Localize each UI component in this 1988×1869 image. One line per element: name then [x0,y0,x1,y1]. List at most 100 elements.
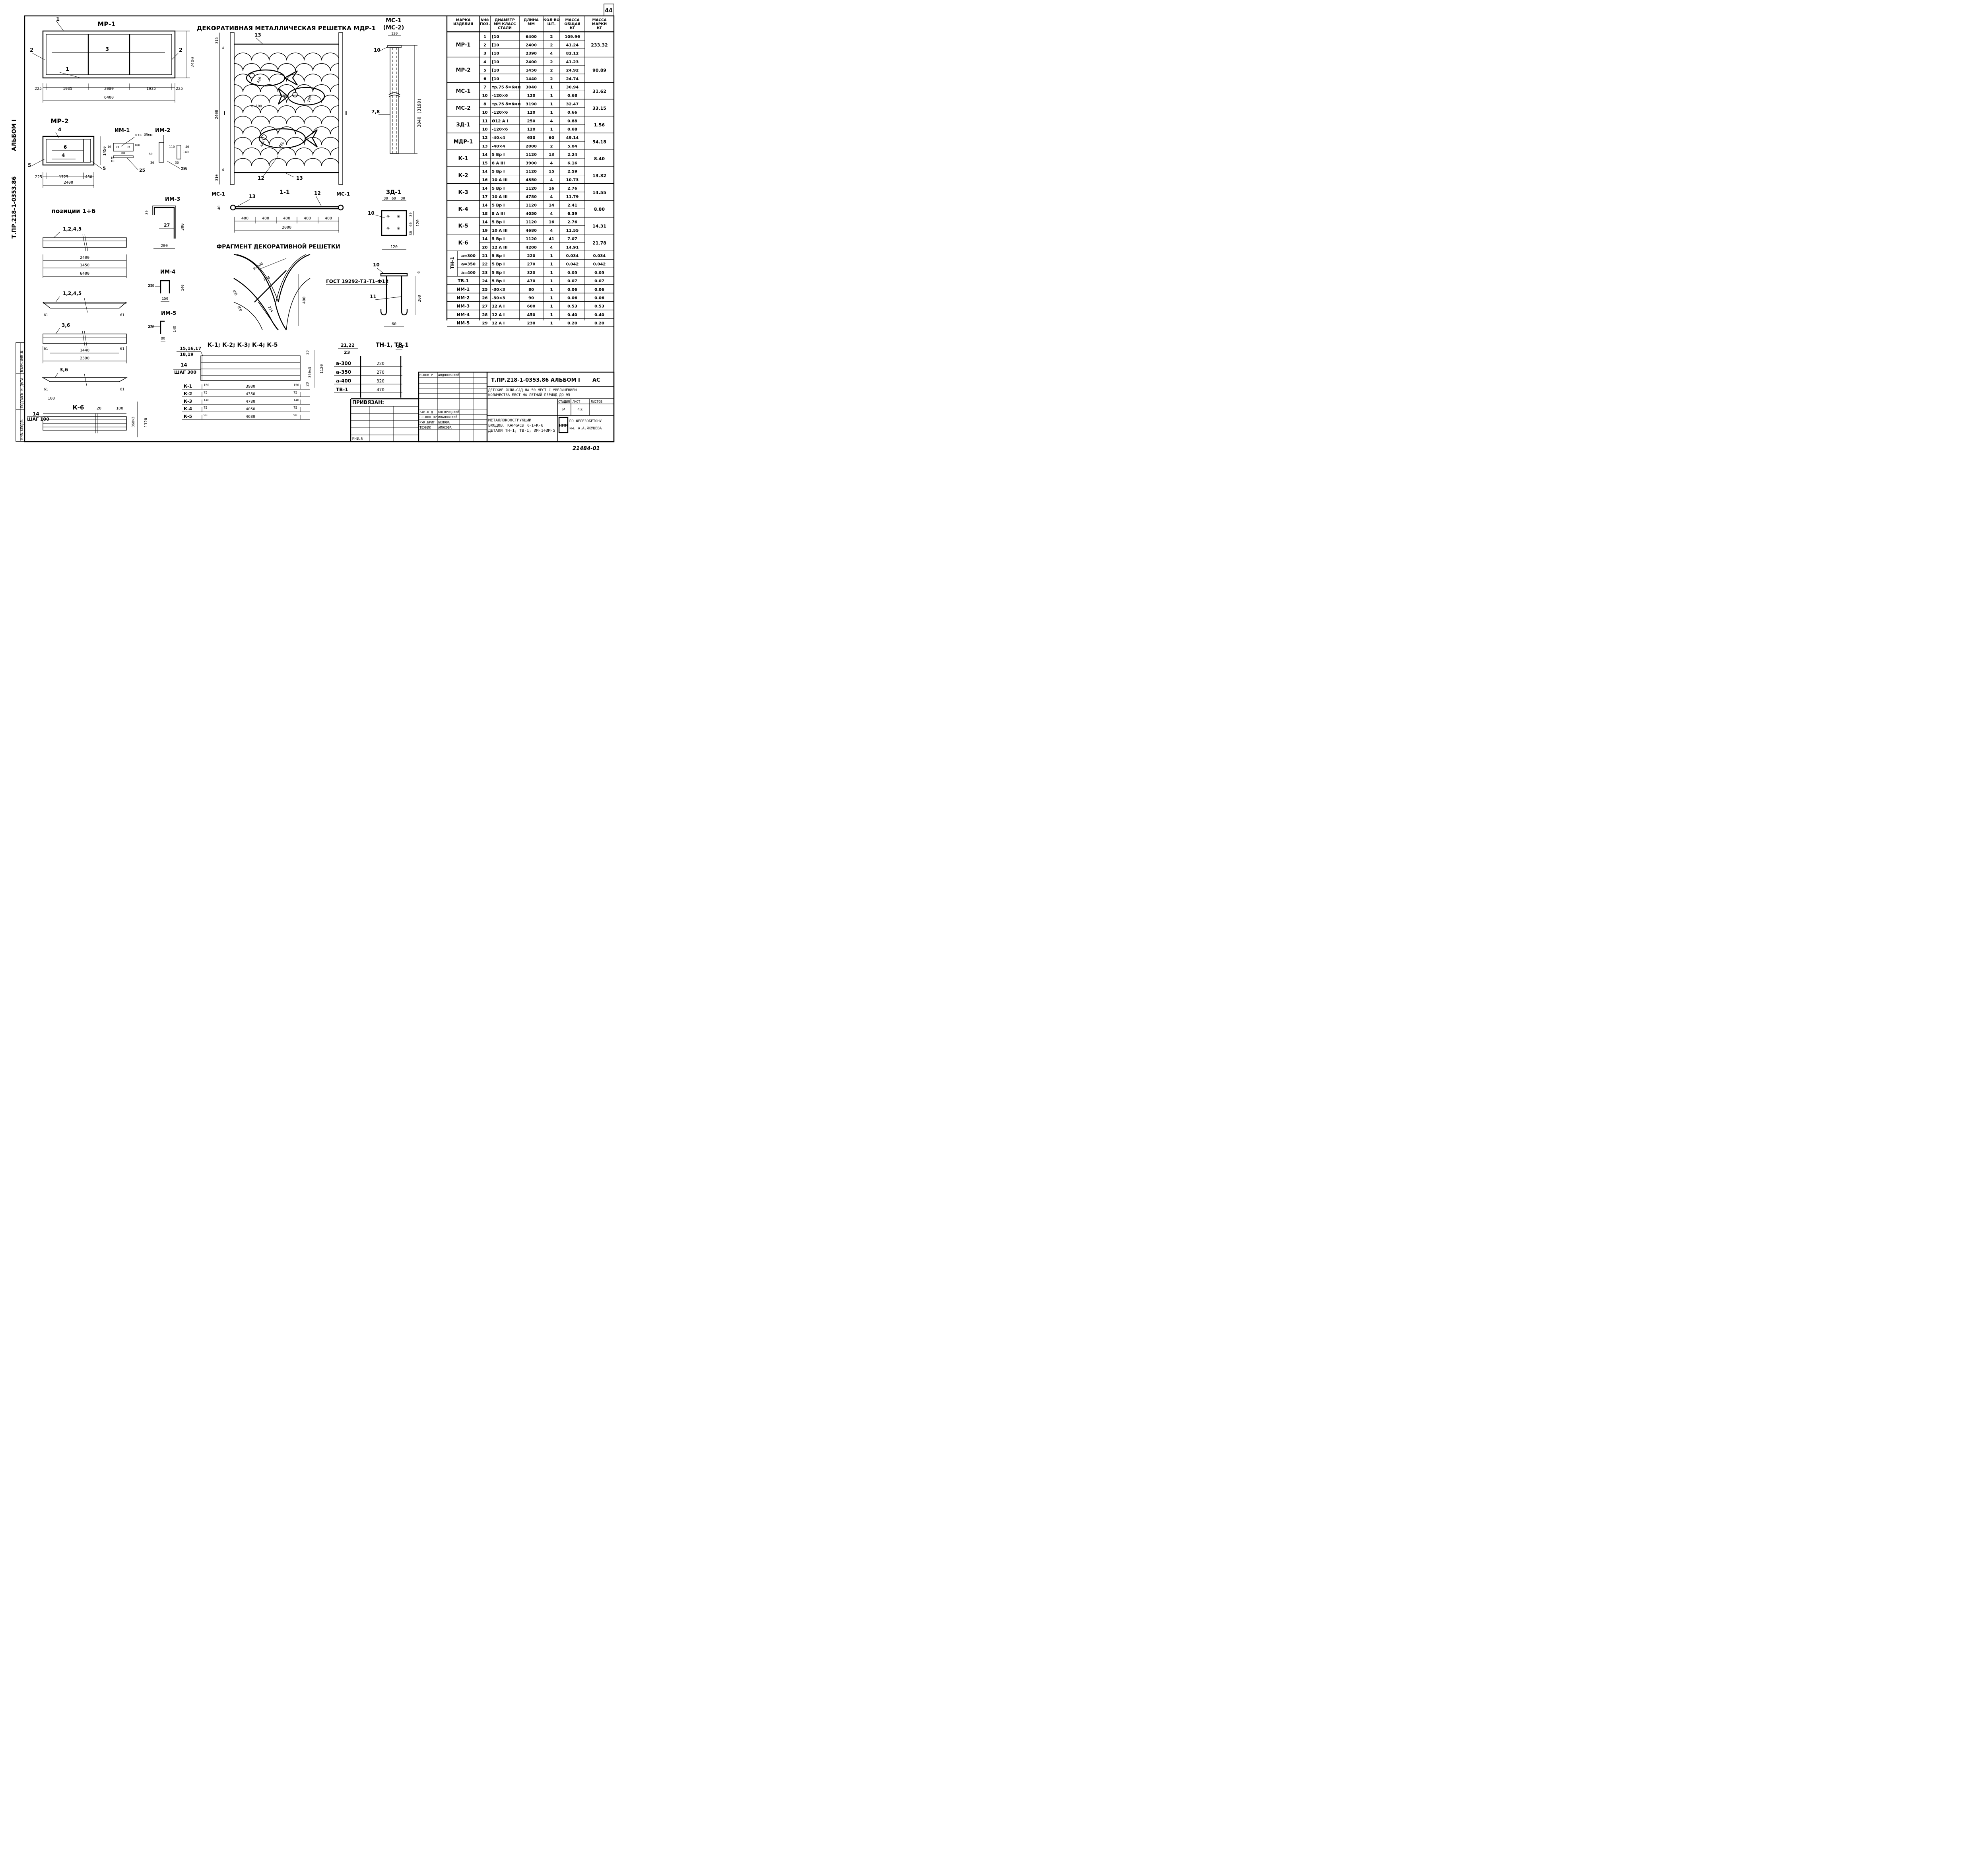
scale-arc [251,74,270,82]
scale-arc [304,158,322,166]
tn-row-a: а-400 [336,378,351,384]
im3-title: ИМ-3 [165,196,180,202]
svg-text:80: 80 [145,210,149,215]
view-k: К-1; К-2; К-3; К-4; К-5 15,16,17 18,19 1… [173,342,324,420]
svg-text:3040 (3190): 3040 (3190) [417,98,422,127]
spec-cell: 5 Вр I [492,279,505,283]
spec-mark: ЗД-1 [456,122,470,128]
k-row-length: 3980 [246,384,255,389]
tn-row-a: а-300 [336,361,351,366]
spec-header: МАССА [592,18,606,22]
spec-cell: 23 [482,271,488,275]
scale-arc [313,126,331,134]
spec-cell: 10 [482,94,488,98]
svg-text:30: 30 [409,231,413,235]
svg-text:10: 10 [373,262,380,268]
svg-text:300: 300 [181,223,185,231]
spec-cell: 4680 [526,229,537,233]
spec-cell: 0.68 [567,127,577,132]
scale-arc [269,116,287,124]
spec-tn-mark: ТН-1 [450,256,455,269]
spec-cell: 1 [550,279,553,283]
spec-cell: 1120 [526,186,537,191]
scale-arc [313,63,331,71]
spec-cell: 22 [482,262,488,267]
svg-text:2400: 2400 [215,110,219,119]
spec-cell: 12 А I [492,321,505,326]
spec-mark: ИМ-2 [457,295,470,300]
album-label: АЛЬБОМ I [11,119,17,151]
spec-cell: 1 [550,94,553,98]
scale-arc [286,116,305,124]
scale-arc [278,105,296,113]
spec-cell: 1120 [526,169,537,174]
project-mark: АС [592,377,600,383]
spec-cell: 0.68 [567,94,577,98]
scale-arc [286,52,305,61]
im2-title: ИМ-2 [155,128,170,134]
spec-cell: -30×3 [492,287,505,292]
stamp-number: 21484-01 [573,446,600,452]
spec-mark: МР-2 [456,67,471,73]
spec-cell: 5 Вр I [492,254,505,258]
scale-arc [313,148,331,155]
scales-pattern [234,52,339,166]
spec-cell: 2 [550,43,553,47]
spec-mark-total: 14.31 [592,224,606,229]
view-mdr1: ДЕКОРАТИВНАЯ МЕТАЛЛИЧЕСКАЯ РЕШЕТКА МДР-1… [197,25,376,185]
scale-arc [251,52,270,61]
svg-text:1: 1 [66,66,69,72]
k-row-b: 90 [293,413,297,417]
sheets-header: ЛИСТОВ [591,400,602,404]
svg-text:✳: ✳ [397,213,400,219]
mdr1-title: ДЕКОРАТИВНАЯ МЕТАЛЛИЧЕСКАЯ РЕШЕТКА МДР-1 [197,25,376,32]
svg-text:11: 11 [370,294,377,299]
spec-cell: 0.06 [567,287,577,292]
role-2: ГЛ.КОН.ПР [419,415,437,419]
spec-cell: 10.73 [566,178,579,182]
spec-cell: 30.94 [566,85,579,89]
scale-arc [269,137,287,145]
svg-text:20: 20 [306,382,310,386]
spec-tn-a: а=350 [461,262,476,267]
spec-cell: 6.39 [567,212,577,216]
spec-cell: 4 [550,119,553,123]
svg-text:1,2,4,5: 1,2,4,5 [63,291,82,296]
svg-text:60: 60 [409,222,413,227]
svg-text:2400: 2400 [80,256,89,260]
svg-text:✳: ✳ [386,213,390,219]
view-section-1-1: 1-1 13 12 МС-1 МС-1 40 400 400 400 400 4… [212,189,350,233]
svg-text:13: 13 [254,32,261,38]
spec-cell: 90 [528,296,534,300]
scale-arc [286,158,305,166]
spec-cell: 2 [550,77,553,81]
svg-text:12: 12 [314,190,321,196]
drawing-sheet: 44 21484-01 АЛЬБОМ I Т.ПР.218-1-0353.86 … [11,4,615,452]
gost-label: ГОСТ 19292-Т3-Т1-Ф12 [326,279,388,284]
spec-mark-total: 0.034 [593,254,606,258]
svg-text:2: 2 [30,47,33,53]
spec-mark-total: 8.40 [594,156,605,161]
spec-cell: 82.12 [566,52,579,56]
spec-cell: 4 [550,195,553,199]
scale-arc [278,84,296,92]
spec-cell: [10 [492,68,499,73]
scale-arc [321,52,339,61]
spec-cell: 2400 [526,60,537,64]
name-3: БЕЛОВА [438,421,450,424]
svg-text:26: 26 [181,166,187,171]
svg-text:120: 120 [416,219,420,227]
vzam-label: ВЗАМ.ИНВ.№ [20,350,24,372]
svg-text:1725: 1725 [59,175,68,179]
spec-cell: 4 [550,161,553,165]
spec-cell: 4 [550,178,553,182]
k-row-length: 4050 [246,407,255,411]
svg-text:3,6: 3,6 [62,322,70,328]
svg-text:5: 5 [28,163,31,168]
spec-mark: ИМ-5 [457,320,470,326]
svg-text:30: 30 [175,161,179,165]
svg-text:61: 61 [120,388,124,392]
view-im1-im2: ИМ-1 ИМ-2 отв Ø5мм 10 80 10 10 100 25 80… [107,128,189,173]
